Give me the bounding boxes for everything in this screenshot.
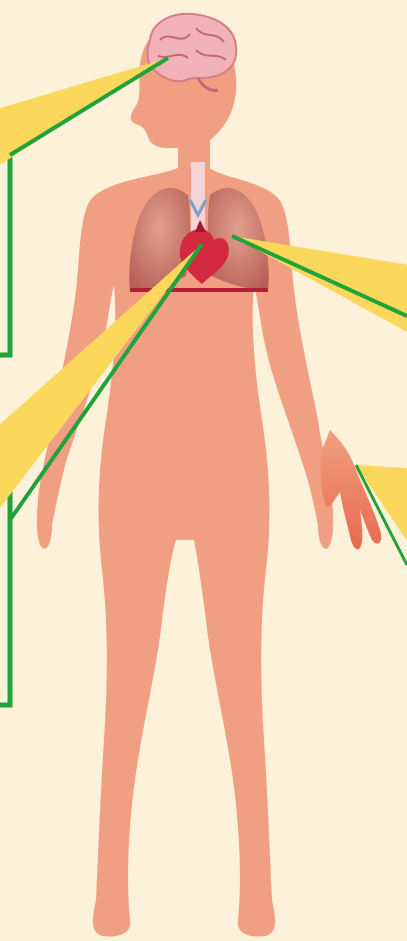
callout-box-brain <box>0 150 10 355</box>
body-silhouette <box>37 20 381 936</box>
callout-beam-hand <box>356 465 407 590</box>
trachea <box>191 162 205 232</box>
